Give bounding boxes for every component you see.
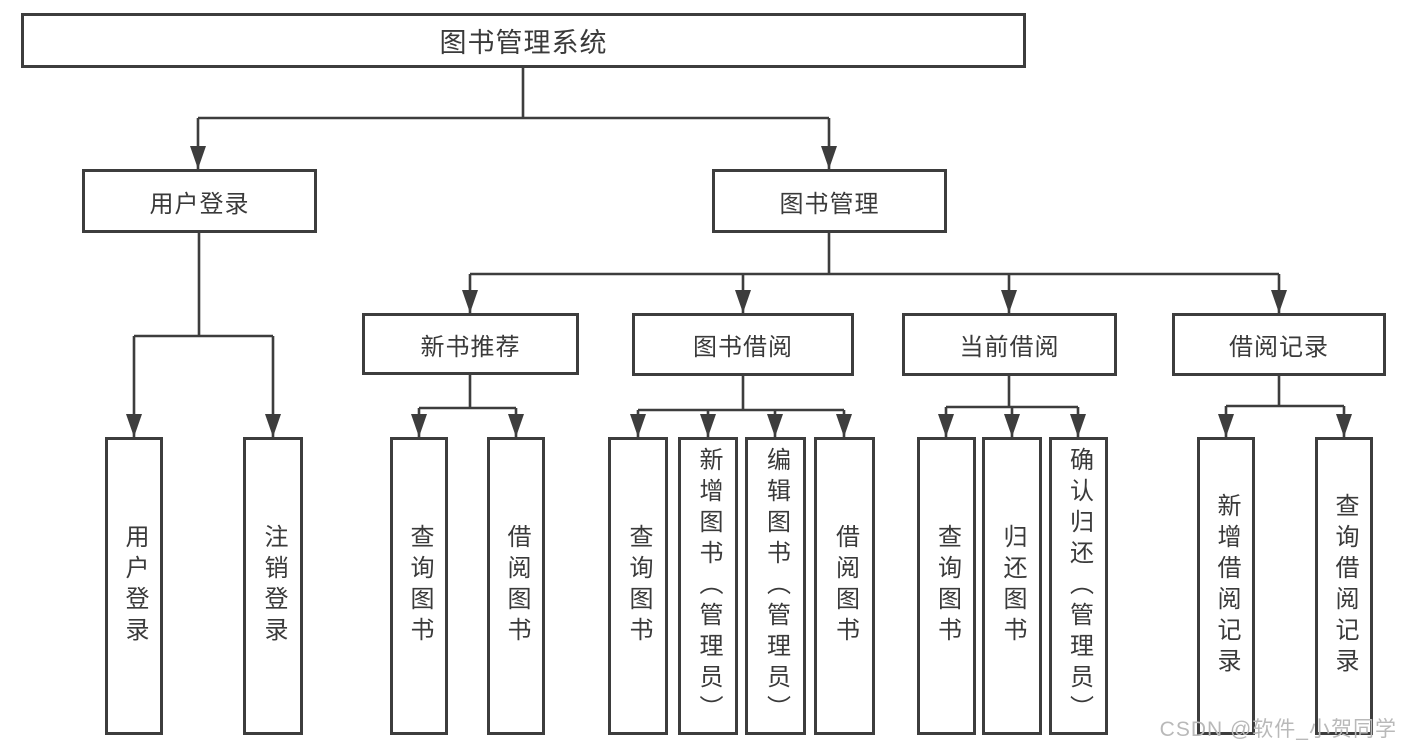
connector-user-login-children xyxy=(132,233,275,437)
node-current-borrowing: 当前借阅 xyxy=(902,313,1117,376)
leaf-add-borrow-record-label: 新增借阅记录 xyxy=(1213,493,1240,679)
watermark-text: CSDN @软件_小贺同学 xyxy=(1159,718,1397,741)
node-book-management-label: 图书管理 xyxy=(779,190,880,218)
leaf-query-borrow-record-label: 查询借阅记录 xyxy=(1331,493,1358,679)
leaf-query-books-2-label: 查询图书 xyxy=(625,524,652,648)
node-book-management: 图书管理 xyxy=(712,169,947,233)
leaf-user-login: 用户登录 xyxy=(105,437,163,735)
node-current-borrowing-label: 当前借阅 xyxy=(959,334,1060,361)
node-user-login: 用户登录 xyxy=(82,169,317,233)
leaf-logout: 注销登录 xyxy=(243,437,303,735)
leaf-confirm-return-admin-label: 确认归还（管理员） xyxy=(1065,446,1093,726)
leaf-query-borrow-record: 查询借阅记录 xyxy=(1315,437,1373,735)
leaf-query-books-1-label: 查询图书 xyxy=(406,524,433,648)
leaf-query-books-3: 查询图书 xyxy=(917,437,976,735)
leaf-logout-label: 注销登录 xyxy=(260,524,287,648)
node-root: 图书管理系统 xyxy=(21,13,1026,68)
node-borrowing-records: 借阅记录 xyxy=(1172,313,1386,376)
node-new-book-recommend-label: 新书推荐 xyxy=(420,333,521,361)
leaf-edit-books-admin-label: 编辑图书（管理员） xyxy=(762,446,790,726)
leaf-add-borrow-record: 新增借阅记录 xyxy=(1197,437,1255,735)
leaf-query-books-2: 查询图书 xyxy=(608,437,668,735)
leaf-return-books: 归还图书 xyxy=(982,437,1042,735)
node-user-login-label: 用户登录 xyxy=(149,190,250,218)
leaf-query-books-3-label: 查询图书 xyxy=(933,524,961,648)
leaf-add-books-admin-label: 新增图书（管理员） xyxy=(695,446,722,726)
leaf-borrow-books-2: 借阅图书 xyxy=(814,437,875,735)
leaf-return-books-label: 归还图书 xyxy=(999,524,1026,648)
connector-book-borrowing-children xyxy=(636,376,846,437)
connector-new-book-children xyxy=(417,375,518,437)
leaf-confirm-return-admin: 确认归还（管理员） xyxy=(1049,437,1108,735)
node-borrowing-records-label: 借阅记录 xyxy=(1229,334,1329,361)
arrowheads xyxy=(126,146,1352,437)
node-book-borrowing: 图书借阅 xyxy=(632,313,854,376)
leaf-borrow-books-2-label: 借阅图书 xyxy=(831,524,859,648)
leaf-borrow-books-1-label: 借阅图书 xyxy=(503,524,530,648)
connector-book-management-children xyxy=(468,233,1281,313)
connector-borrowing-records-children xyxy=(1224,376,1346,437)
leaf-borrow-books-1: 借阅图书 xyxy=(487,437,545,735)
leaf-user-login-label: 用户登录 xyxy=(121,524,148,648)
leaf-query-books-1: 查询图书 xyxy=(390,437,448,735)
node-new-book-recommend: 新书推荐 xyxy=(362,313,579,375)
connector-root-to-level2 xyxy=(196,68,831,169)
leaf-edit-books-admin: 编辑图书（管理员） xyxy=(745,437,806,735)
leaf-add-books-admin: 新增图书（管理员） xyxy=(678,437,738,735)
node-root-label: 图书管理系统 xyxy=(439,28,608,58)
node-book-borrowing-label: 图书借阅 xyxy=(693,334,793,361)
